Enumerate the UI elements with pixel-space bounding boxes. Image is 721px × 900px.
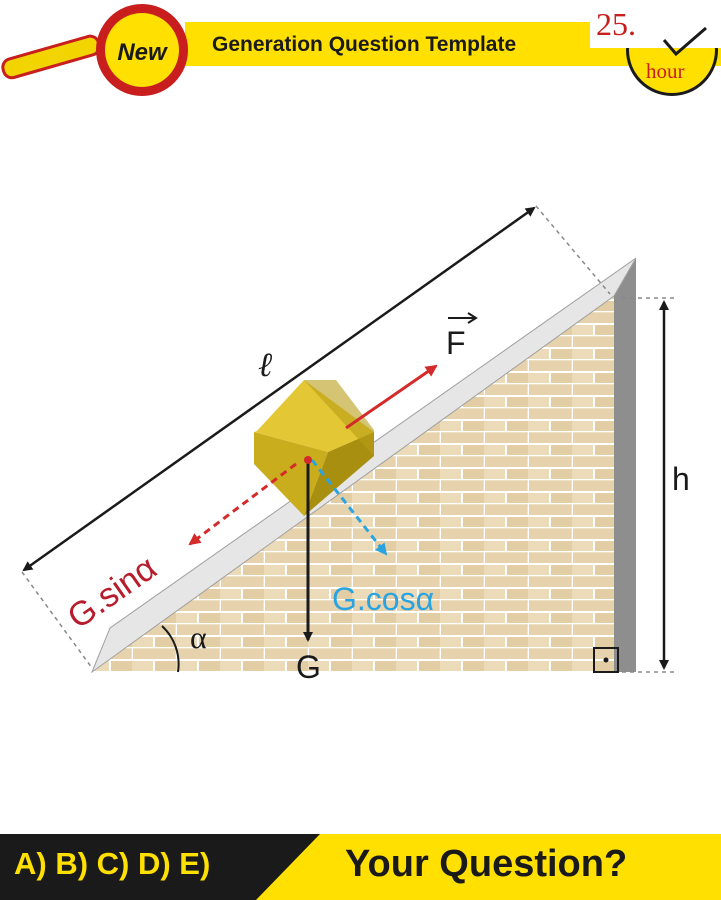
force-label: F [446,325,466,361]
page-title: Generation Question Template [212,33,517,56]
angle-arc [161,625,180,673]
block-upper-face [256,380,374,452]
new-badge-label: New [117,39,167,66]
new-badge: New [96,4,188,96]
length-extension-left [21,571,93,669]
clock-top-mask [590,0,721,48]
question-prompt: Your Question? [345,843,628,885]
right-angle-marker [593,647,619,673]
clock-number: 25. [596,6,636,42]
height-label: h [672,461,690,497]
cos-component-arrow [310,459,388,556]
weight-label: G [296,649,321,685]
checkmark-icon [662,26,707,57]
length-label: ℓ [258,347,272,384]
footer-options-panel [0,834,320,900]
cos-component-label: G.cosα [332,581,434,617]
incline-side-face [614,258,636,672]
angle-label: α [190,619,207,655]
center-of-mass [304,456,312,464]
clock-unit: hour [646,59,685,83]
length-arrow [22,206,536,572]
length-extension-right [535,205,611,295]
sin-component-arrow [188,462,297,546]
force-arrow [345,364,438,430]
block-side-face [304,432,374,516]
answer-options: A) B) C) D) E) [14,846,211,881]
